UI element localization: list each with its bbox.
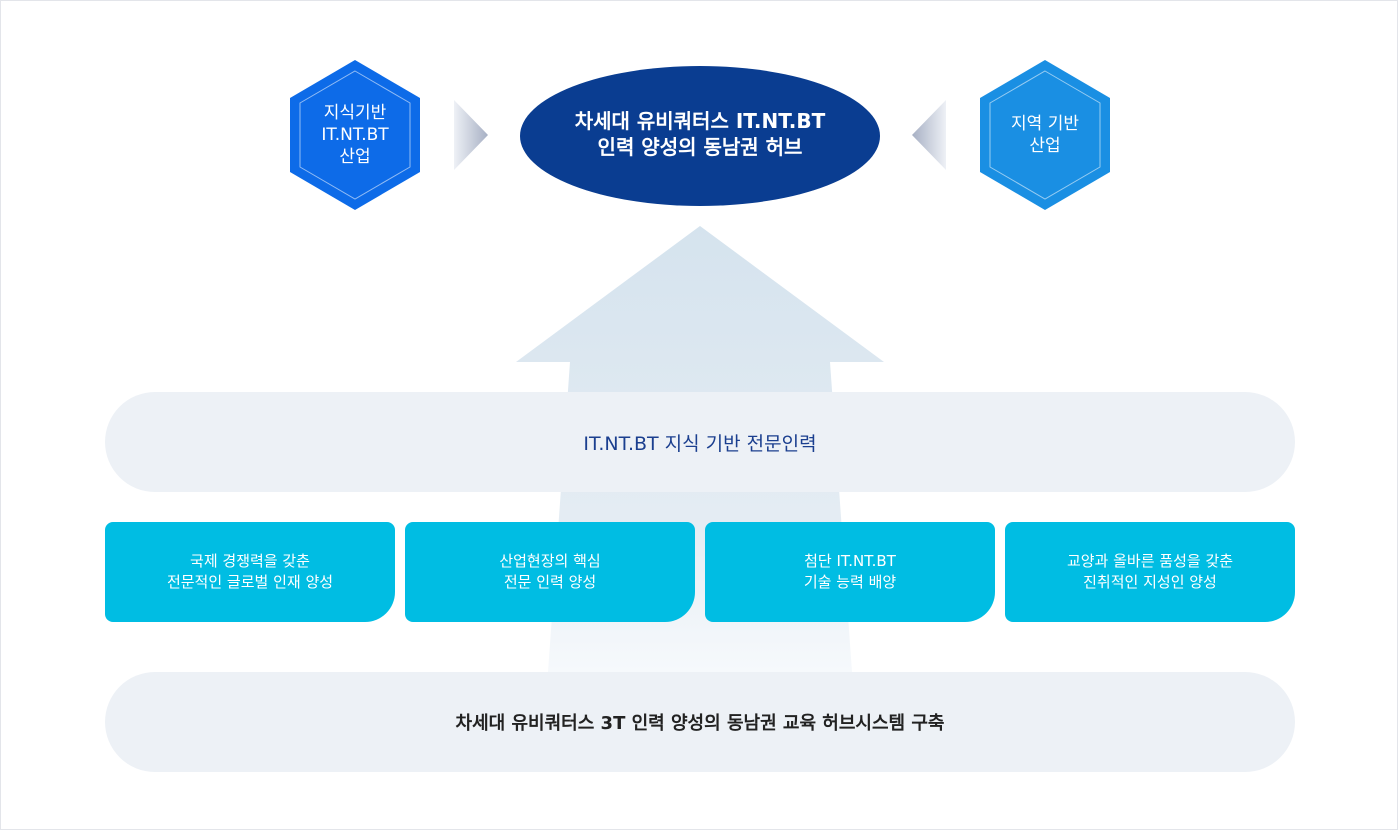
- left-hexagon-label: 지식기반 IT.NT.BT 산업: [295, 102, 415, 168]
- right-hexagon-label: 지역 기반 산업: [985, 113, 1105, 157]
- card-line2: 진취적인 지성인 양성: [1083, 573, 1217, 591]
- hub-title-line1: 차세대 유비쿼터스 IT.NT.BT: [574, 109, 826, 133]
- card-character-education: 교양과 올바른 품성을 갖춘 진취적인 지성인 양성: [1005, 522, 1295, 622]
- bottom-band-label: 차세대 유비쿼터스 3T 인력 양성의 동남권 교육 허브시스템 구축: [455, 713, 945, 734]
- card-advanced-tech: 첨단 IT.NT.BT 기술 능력 배양: [705, 522, 995, 622]
- card-line2: 전문 인력 양성: [503, 573, 597, 591]
- card-line1: 교양과 올바른 품성을 갖춘: [1066, 552, 1234, 570]
- bottom-band: 차세대 유비쿼터스 3T 인력 양성의 동남권 교육 허브시스템 구축: [105, 672, 1295, 772]
- left-chevron-arrow: [454, 100, 488, 170]
- top-band: IT.NT.BT 지식 기반 전문인력: [105, 392, 1295, 492]
- left-hexagon-shape: [290, 60, 420, 210]
- right-hexagon-line2: 산업: [1029, 136, 1061, 156]
- hub-ellipse-shape: [520, 66, 880, 206]
- card-line1: 첨단 IT.NT.BT: [804, 552, 896, 570]
- top-band-label: IT.NT.BT 지식 기반 전문인력: [583, 432, 817, 455]
- hub-title-line2: 인력 양성의 동남권 허브: [597, 135, 803, 159]
- right-hexagon-line1: 지역 기반: [1011, 114, 1079, 134]
- card-line1: 국제 경쟁력을 갖춘: [190, 552, 310, 570]
- card-industry-workforce: 산업현장의 핵심 전문 인력 양성: [405, 522, 695, 622]
- right-hexagon-shape: [980, 60, 1110, 210]
- card-line2: 전문적인 글로벌 인재 양성: [166, 573, 334, 591]
- left-hexagon-line3: 산업: [339, 147, 371, 167]
- card-line1: 산업현장의 핵심: [499, 552, 601, 570]
- right-chevron-arrow: [912, 100, 946, 170]
- card-global-talent: 국제 경쟁력을 갖춘 전문적인 글로벌 인재 양성: [105, 522, 395, 622]
- left-hexagon-line1: 지식기반: [323, 103, 387, 123]
- left-hexagon-line2: IT.NT.BT: [321, 125, 389, 145]
- hub-title: 차세대 유비쿼터스 IT.NT.BT 인력 양성의 동남권 허브: [530, 108, 870, 160]
- card-line2: 기술 능력 배양: [803, 573, 897, 591]
